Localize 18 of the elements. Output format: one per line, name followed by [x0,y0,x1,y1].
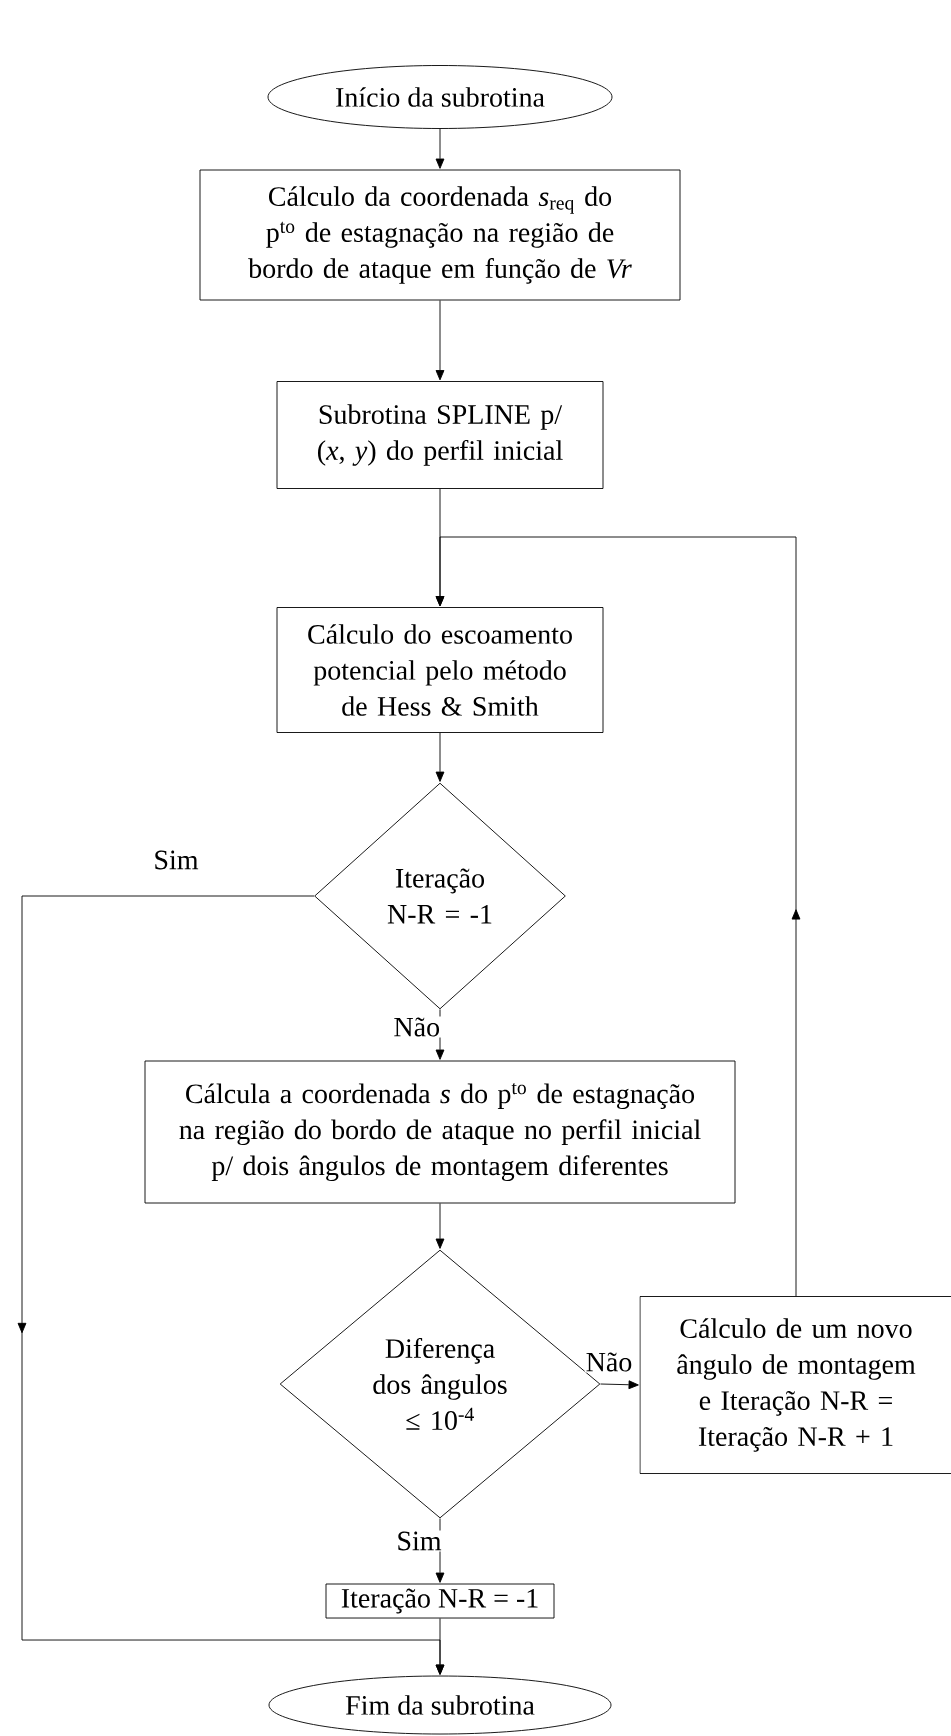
arrow [435,1618,445,1675]
edge-label: Sim [152,849,200,871]
arrow [435,732,445,782]
edge-label: Sim [395,1530,443,1552]
process-box: Subrotina SPLINE p/ (x, y) do perfil inicial [276,381,604,489]
arrow [435,1518,445,1583]
process-box: Cálculo de um novo ângulo de montagem e Iteração N-R = Iteração N-R + 1 [639,1296,951,1474]
process-box: Cálculo do escoamento potencial pelo método de Hess & Smith [276,607,604,733]
arrow [435,536,801,1297]
arrow [435,300,445,381]
process-box: Cálcula a coordenada s do p$^{to}$ de estagnação na região do bordo de ataque no perfil inicial p/ dois ângulos de montagem diferentes [144,1060,736,1204]
process-box: Cálculo da coordenada s$_{req}$ do p$^{to}$ de estagnação na região de bordo de ataque em função de Vr [199,169,681,301]
arrow [435,1203,445,1249]
process-box: Iteração N-R = -1 [325,1583,555,1619]
edge-label: Não [584,1351,634,1373]
arrow [600,1380,639,1390]
arrow [435,128,445,169]
edge-label: Não [392,1016,442,1038]
